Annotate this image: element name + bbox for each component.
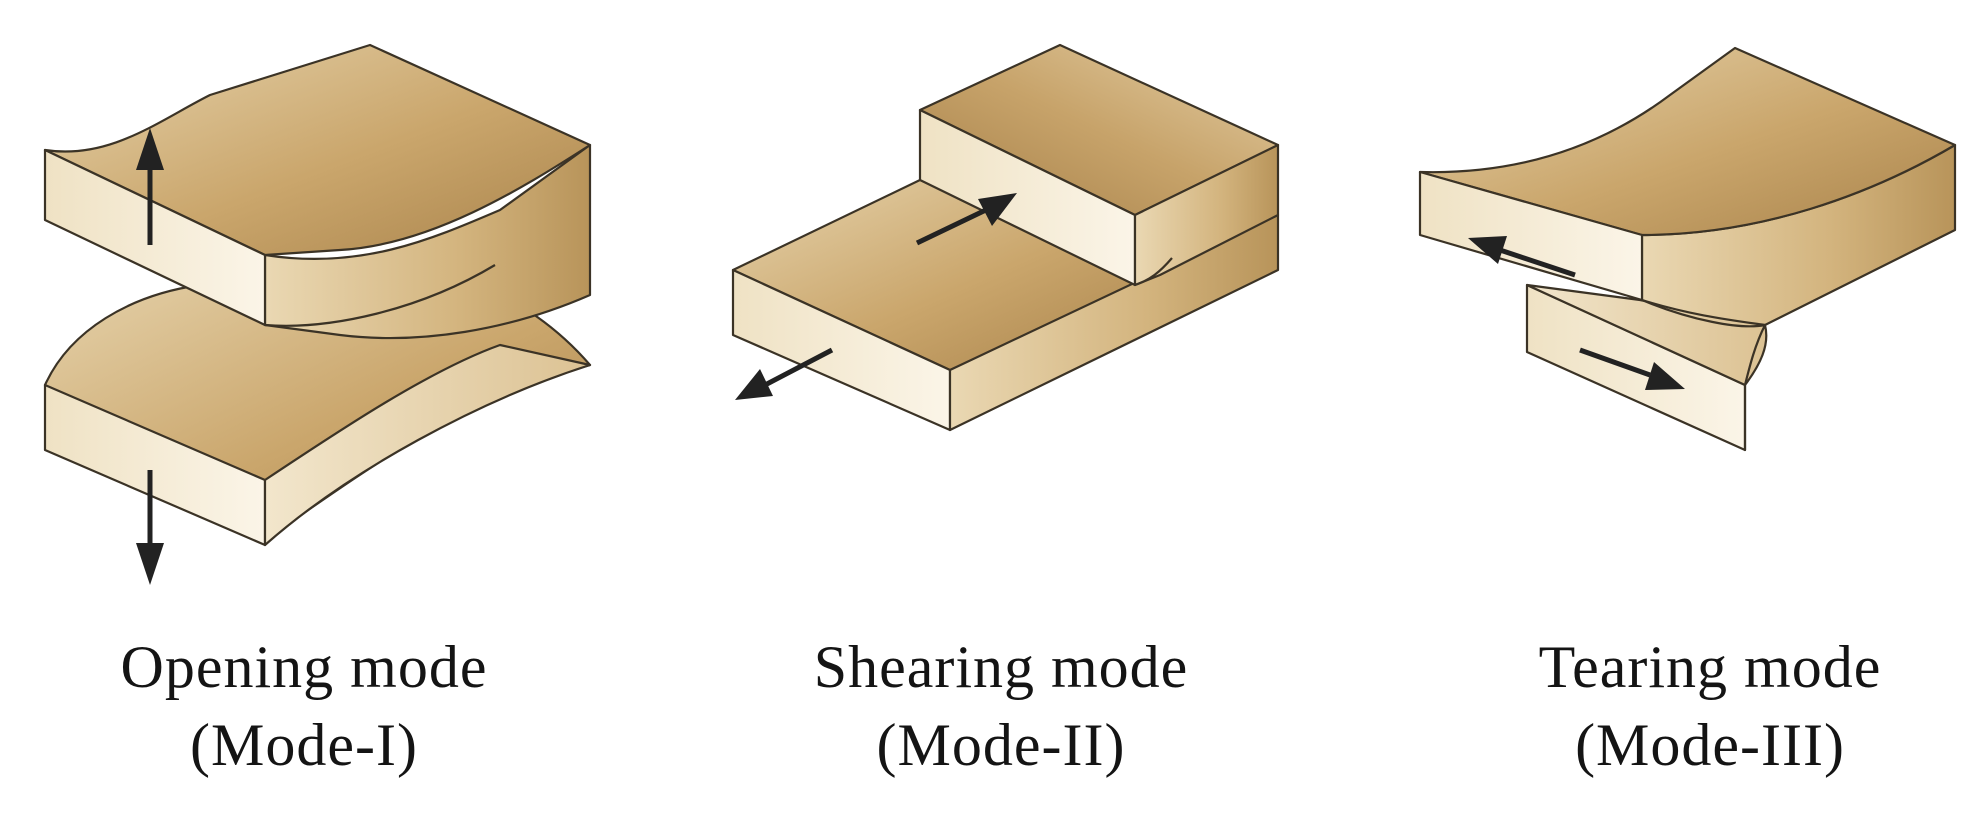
- down-arrow-icon: [136, 543, 164, 585]
- in-arrow-shaft: [915, 205, 992, 246]
- right-arrow-shaft: [1579, 347, 1651, 378]
- opening-mode-subtitle: (Mode-I): [190, 712, 418, 778]
- tearing-mode-subtitle: (Mode-III): [1575, 712, 1845, 778]
- lower-block-side-face: [263, 343, 592, 547]
- tearing-mode-title: Tearing mode: [1538, 634, 1882, 700]
- upper-step-side-face: [1133, 143, 1280, 287]
- in-arrow-icon: [978, 193, 1017, 226]
- shearing-mode-subtitle: (Mode-II): [876, 712, 1126, 778]
- opening-mode-arrows: [136, 128, 164, 585]
- shearing-mode-arrows: [735, 193, 1017, 400]
- shearing-mode-caption: Shearing mode (Mode-II): [741, 628, 1261, 784]
- out-arrow-icon: [735, 369, 773, 400]
- right-arrow-icon: [1645, 362, 1685, 390]
- shearing-mode-title: Shearing mode: [813, 634, 1189, 700]
- tearing-mode-caption: Tearing mode (Mode-III): [1450, 628, 1970, 784]
- lower-block-side-face: [1525, 283, 1768, 452]
- upper-block-side-face: [263, 143, 592, 340]
- upper-block-top-face: [43, 43, 592, 257]
- left-arrow-shaft: [1499, 247, 1576, 278]
- shearing-mode-specimen: [731, 43, 1280, 432]
- left-arrow-icon: [1468, 236, 1507, 264]
- out-arrow-shaft: [763, 347, 834, 388]
- opening-mode-caption: Opening mode (Mode-I): [44, 628, 564, 784]
- opening-mode-title: Opening mode: [120, 634, 488, 700]
- up-arrow-icon: [136, 128, 164, 170]
- tearing-mode-arrows: [1468, 236, 1685, 390]
- crack-notch: [1134, 257, 1173, 287]
- crack-front: [1641, 298, 1767, 386]
- crack-front: [264, 264, 496, 327]
- upper-block-top-face: [1418, 46, 1957, 237]
- opening-mode-specimen: [43, 43, 592, 547]
